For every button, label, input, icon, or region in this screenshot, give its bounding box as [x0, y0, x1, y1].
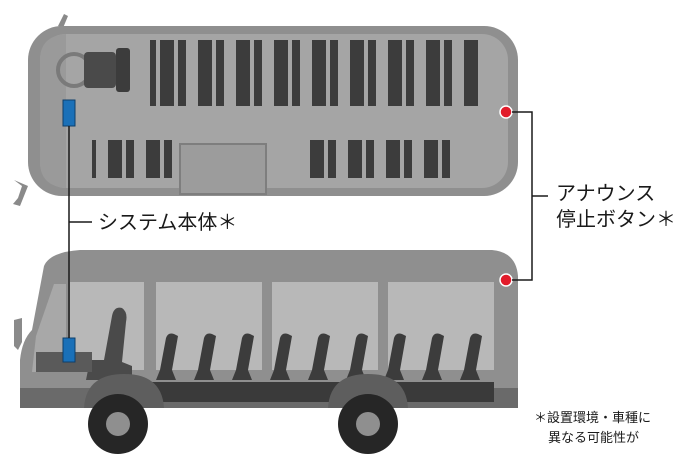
bus-side-view — [14, 250, 518, 454]
rear-tire-hub — [356, 412, 380, 436]
side-passenger-seats — [156, 333, 482, 380]
system-unit-top-icon — [62, 99, 76, 127]
bus-top-view — [13, 14, 518, 206]
announce-button-top-icon — [499, 105, 513, 119]
system-unit-side-icon — [62, 337, 76, 363]
leader-lines — [68, 111, 548, 338]
side-floor — [142, 382, 494, 402]
side-mirror — [14, 318, 22, 350]
top-seat-row-upper — [150, 40, 478, 106]
system-unit-label: システム本体＊ — [98, 210, 238, 234]
bus-top-door — [179, 143, 267, 195]
announce-button-side-icon — [499, 273, 513, 287]
side-driver-seat — [86, 307, 132, 380]
mirror-front-right — [13, 180, 28, 206]
announce-button-label-line1: アナウンス — [556, 181, 656, 205]
rear-wheel-arch — [328, 374, 408, 408]
top-seat-row-lower — [92, 140, 450, 178]
announce-button-label-line2: 停止ボタン＊ — [556, 207, 676, 231]
footnote-line1: ＊設置環境・車種に — [534, 411, 652, 426]
side-windshield — [32, 284, 66, 372]
mirror-front-left — [58, 14, 68, 28]
driver-seat — [84, 52, 116, 88]
driver-seat-back — [116, 48, 130, 92]
front-tire-hub — [106, 412, 130, 436]
footnote-line2: 異なる可能性が — [548, 431, 640, 446]
